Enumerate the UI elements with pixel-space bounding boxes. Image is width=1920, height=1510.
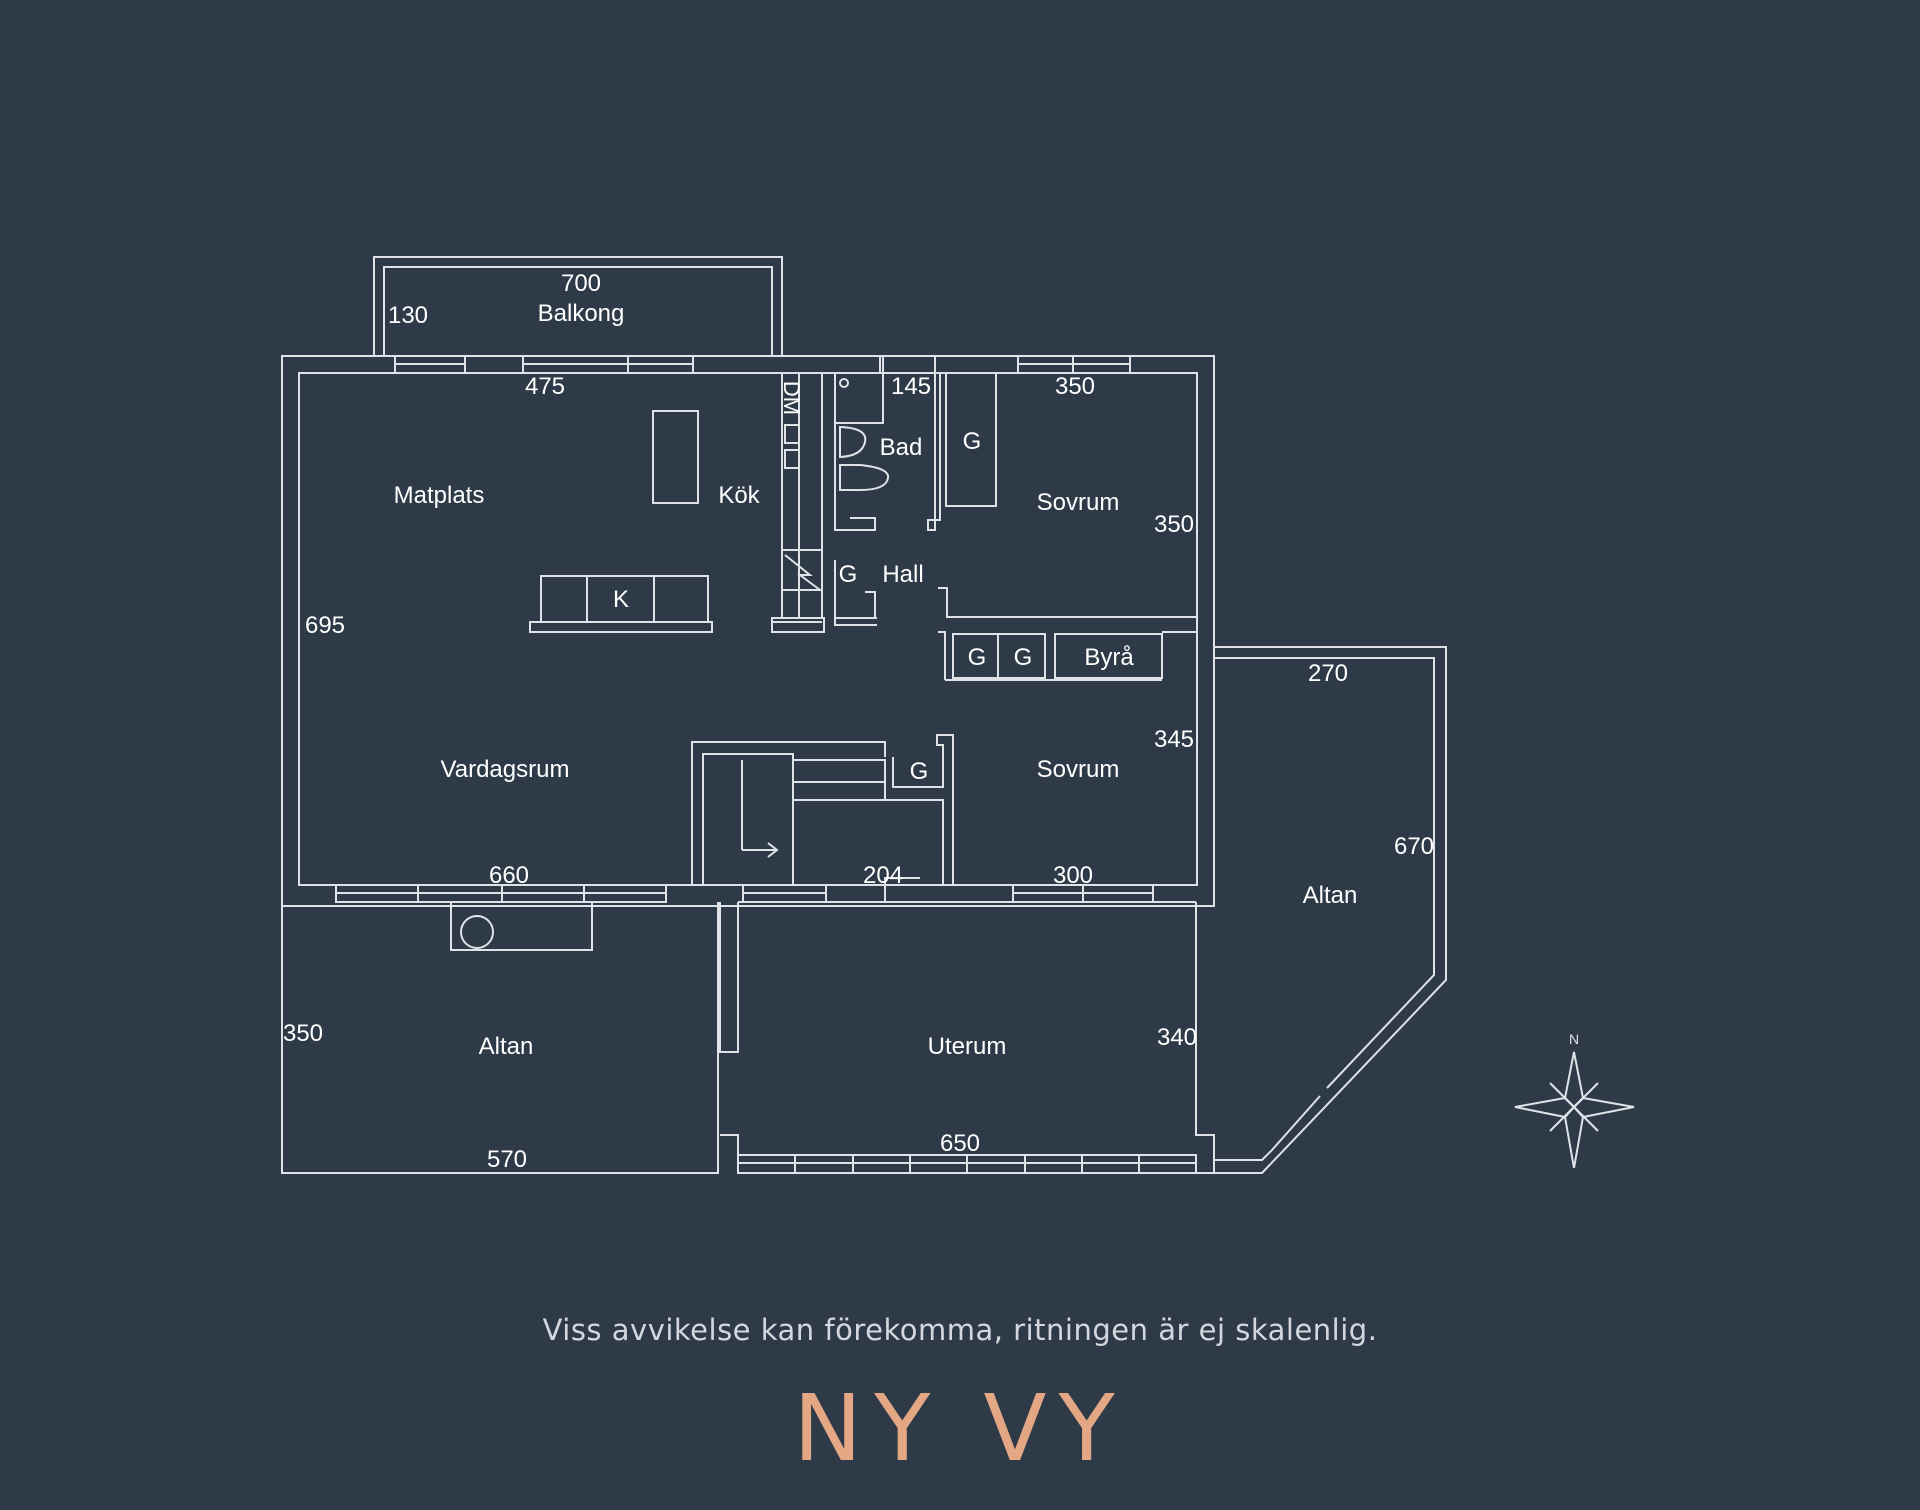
fixture-label-g-bedroom1: G <box>963 428 982 455</box>
disclaimer-text: Viss avvikelse kan förekomma, ritningen … <box>542 1313 1378 1347</box>
dimension-matplats-width: 475 <box>525 373 565 400</box>
fixture-label-g-wardrobe-1: G <box>968 644 987 671</box>
brand-logo: NY VY <box>793 1375 1127 1482</box>
uterum-outline <box>719 901 1215 1174</box>
room-label-matplats: Matplats <box>394 482 485 509</box>
dimension-sovrum-2-depth: 345 <box>1154 726 1194 753</box>
balcony-outline <box>373 256 783 357</box>
dimension-hall-width: 204 <box>863 862 903 889</box>
dimension-altan-right-width: 270 <box>1308 660 1348 687</box>
dimension-vardagsrum-width: 660 <box>489 862 529 889</box>
bedroom-1-walls <box>927 372 1197 618</box>
bathroom-walls <box>834 356 936 626</box>
fixture-label-g-hall: G <box>839 561 858 588</box>
fireplace-icon <box>450 901 593 951</box>
dimension-sovrum-2-width: 300 <box>1053 862 1093 889</box>
bottom-wall-windows <box>335 877 1154 903</box>
dimension-sovrum-1-width: 350 <box>1055 373 1095 400</box>
fixture-label-g-closet: G <box>910 758 929 785</box>
dimension-living-depth: 695 <box>305 612 345 639</box>
sofa <box>529 575 713 633</box>
compass-rose-icon: N <box>1514 1031 1635 1169</box>
altan-left-outline <box>281 902 719 1174</box>
room-label-uterum: Uterum <box>928 1033 1007 1060</box>
room-label-sovrum-2: Sovrum <box>1037 756 1120 783</box>
room-label-altan-right: Altan <box>1303 882 1358 909</box>
top-windows <box>394 355 1131 374</box>
room-label-altan-left: Altan <box>479 1033 534 1060</box>
dimension-altan-left-depth: 350 <box>283 1020 323 1047</box>
dimension-bad-width: 145 <box>891 373 931 400</box>
room-label-hall: Hall <box>882 561 923 588</box>
room-label-bad: Bad <box>880 434 923 461</box>
svg-text:N: N <box>1569 1031 1579 1047</box>
room-label-balkong: Balkong <box>538 300 625 327</box>
fixture-label-g-wardrobe-2: G <box>1014 644 1033 671</box>
room-label-sovrum-1: Sovrum <box>1037 489 1120 516</box>
dimension-altan-left-width: 570 <box>487 1146 527 1173</box>
wardrobe-row <box>938 631 1197 681</box>
dimension-balkong-depth: 130 <box>388 302 428 329</box>
room-label-vardagsrum: Vardagsrum <box>441 756 570 783</box>
kitchen-fixtures <box>652 372 825 633</box>
dimension-uterum-width: 650 <box>940 1130 980 1157</box>
stairs <box>691 734 954 886</box>
room-label-kok: Kök <box>718 482 760 509</box>
dimension-uterum-depth: 340 <box>1157 1024 1197 1051</box>
dimension-altan-right-depth: 670 <box>1394 833 1434 860</box>
fixture-label-dm: DM <box>779 381 804 415</box>
house-outer-walls <box>281 355 1215 907</box>
dimension-balkong-width: 700 <box>561 270 601 297</box>
dimension-sovrum-1-depth: 350 <box>1154 511 1194 538</box>
fixture-label-k: K <box>613 586 629 613</box>
floor-plan: N Balkong Matplats Kök Bad Hall Sovrum S… <box>281 256 1635 1174</box>
fixture-label-byra: Byrå <box>1084 644 1134 671</box>
altan-right-outline <box>1214 646 1447 1174</box>
